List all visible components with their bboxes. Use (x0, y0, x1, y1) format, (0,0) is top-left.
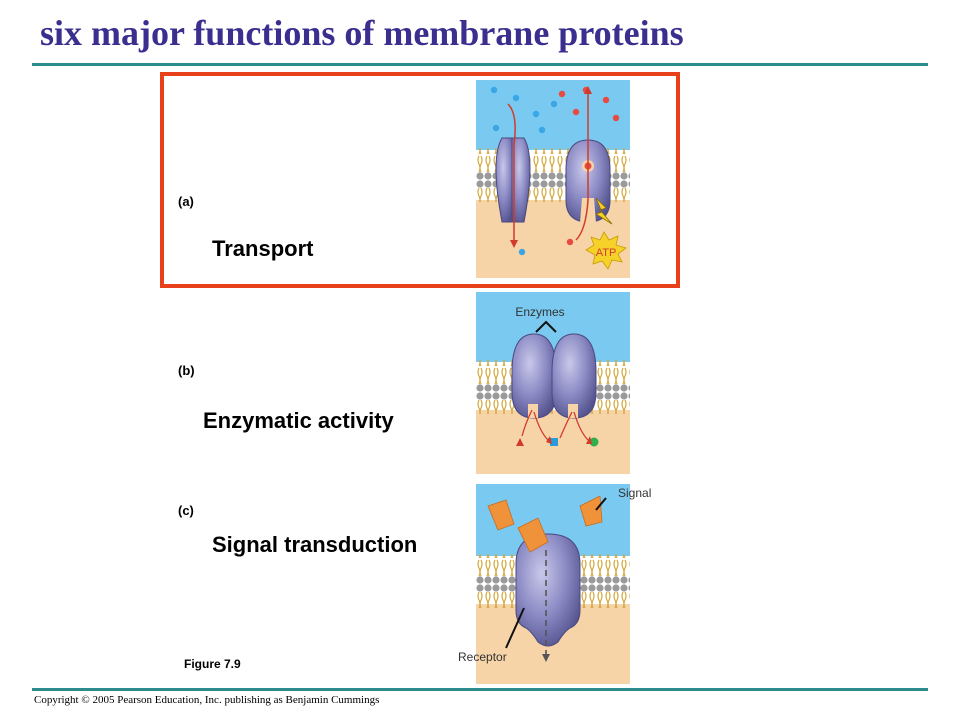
panel-a-letter: (a) (178, 194, 194, 209)
signal-pointer (595, 497, 607, 511)
figure-label: Figure 7.9 (184, 657, 241, 671)
channel-arrow (507, 103, 516, 244)
enzymes-label: Enzymes (515, 305, 564, 319)
signal-molecule-icon (579, 495, 603, 527)
panel-c-letter: (c) (178, 503, 194, 518)
signal-label: Signal (618, 486, 652, 500)
receptor-label: Receptor (458, 650, 507, 664)
panel-c-title: Signal transduction (212, 532, 418, 557)
signal-molecule-icon (487, 499, 515, 531)
extracellular-region (476, 80, 630, 150)
carrier-opening (578, 198, 598, 248)
solute-molecules-blue (490, 86, 558, 256)
enzyme-protein-right (551, 333, 597, 419)
atp-label: ATP (596, 247, 617, 259)
enzymes-pointer (535, 320, 557, 333)
copyright-notice: Copyright © 2005 Pearson Education, Inc.… (34, 694, 380, 706)
energy-bolt-icon (595, 197, 613, 225)
solute-molecules-red (558, 86, 620, 246)
footer-divider (32, 688, 928, 691)
atp-starburst-icon (585, 231, 627, 270)
title-divider (32, 63, 928, 66)
channel-protein-left (495, 137, 515, 223)
bound-signal-molecule-icon (517, 517, 549, 553)
carrier-arrow (575, 90, 589, 241)
transport-diagram: ATP (476, 80, 630, 278)
product-circle-icon (589, 437, 599, 447)
transport-highlight-box (160, 72, 680, 288)
receptor-pointer (505, 607, 525, 649)
slide-title: six major functions of membrane proteins (40, 13, 684, 53)
channel-protein-right (511, 137, 531, 223)
intermediate-square-icon (550, 438, 558, 446)
panel-a-title: Transport (212, 236, 314, 261)
receptor-protein (515, 533, 581, 647)
enzymatic-activity-diagram: Enzymes (476, 292, 630, 474)
signal-transduction-diagram (476, 484, 630, 684)
substrate-triangle-icon (516, 438, 524, 446)
panel-b-title: Enzymatic activity (203, 408, 394, 433)
panel-b-letter: (b) (178, 363, 195, 378)
